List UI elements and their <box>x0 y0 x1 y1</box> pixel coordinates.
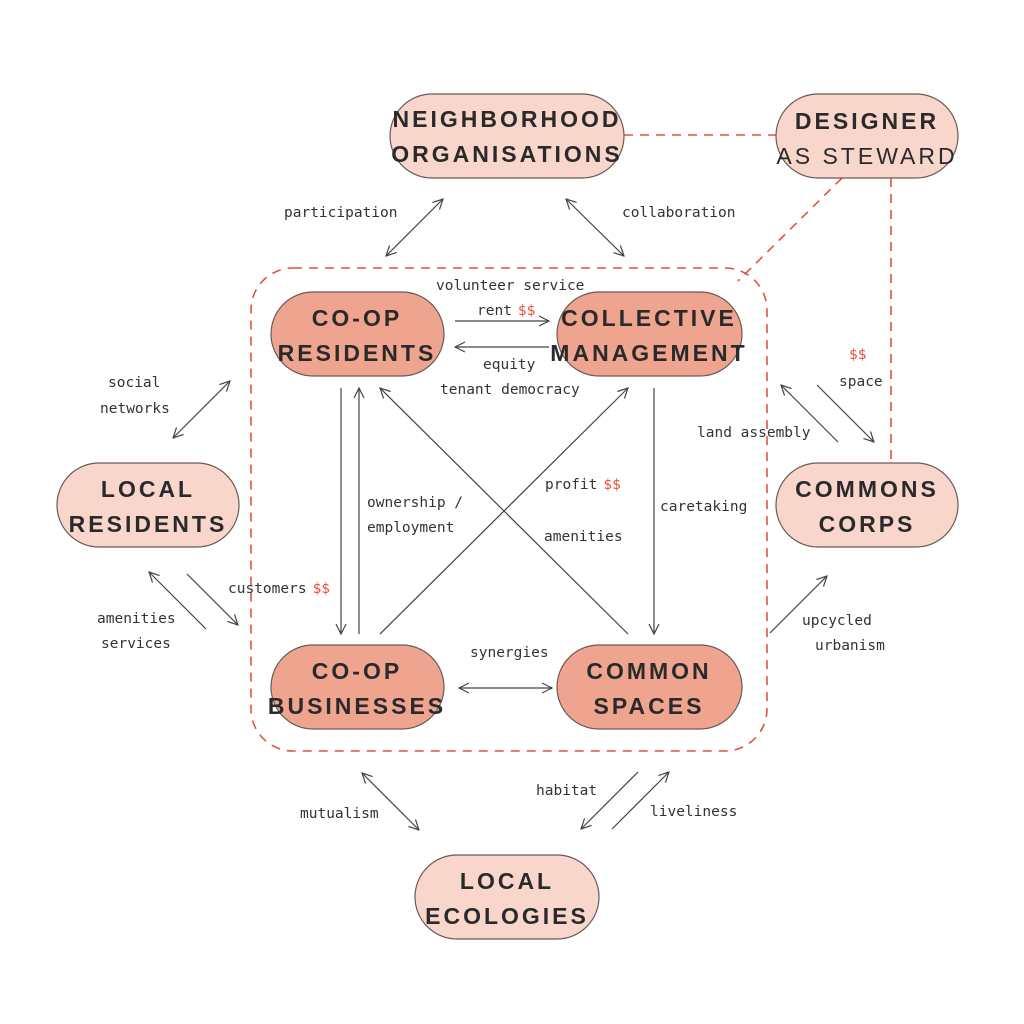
arrow-spaces-to-residents <box>380 388 629 635</box>
label-corps-money: $$ <box>849 347 866 363</box>
label-caretaking: caretaking <box>660 499 747 515</box>
arrow-ecologies-to-spaces <box>611 772 669 830</box>
arrow-participation <box>386 199 443 256</box>
label-profit-money: $$ <box>603 477 620 493</box>
arrow-corps-to-boundary <box>781 385 839 443</box>
label-amenities-left: amenities <box>97 611 176 627</box>
node-coop-businesses: CO-OP BUSINESSES <box>268 644 446 730</box>
label-rent-text: rent <box>477 303 512 319</box>
node-neighborhood-organisations: NEIGHBORHOOD ORGANISATIONS <box>389 93 625 179</box>
label-services: services <box>101 636 171 652</box>
label-land-assembly: land assembly <box>697 425 811 441</box>
node-label-line: COMMON <box>586 658 711 684</box>
arrow-mutualism <box>362 773 419 830</box>
label-participation: participation <box>284 205 398 221</box>
label-volunteer-service: volunteer service <box>436 278 584 294</box>
node-label-line: LOCAL <box>460 868 554 894</box>
label-customers-text: customers <box>228 581 307 597</box>
label-tenant-democracy: tenant democracy <box>440 382 580 398</box>
node-label-line: RESIDENTS <box>69 511 228 537</box>
label-mutualism: mutualism <box>300 806 379 822</box>
label-urbanism: urbanism <box>815 638 885 654</box>
node-label-line: CO-OP <box>312 658 402 684</box>
label-ownership: ownership / <box>367 495 463 511</box>
label-networks: networks <box>100 401 170 417</box>
label-space: space <box>839 374 883 390</box>
dashed-link-designer-boundary <box>737 177 843 282</box>
collective-boundary <box>250 267 768 752</box>
node-coop-residents: CO-OP RESIDENTS <box>270 291 445 377</box>
node-label-line: LOCAL <box>101 476 195 502</box>
label-synergies: synergies <box>470 645 549 661</box>
arrow-boundary-to-residents <box>149 572 207 630</box>
label-employment: employment <box>367 520 454 536</box>
node-label-line: DESIGNER <box>795 108 939 134</box>
node-label-line: NEIGHBORHOOD <box>393 106 622 132</box>
label-social: social <box>108 375 160 391</box>
arrow-social-networks <box>173 381 230 438</box>
arrow-collaboration <box>566 199 624 256</box>
label-collaboration: collaboration <box>622 205 736 221</box>
node-label-line: COLLECTIVE <box>561 305 737 331</box>
label-profit: profit $$ <box>545 477 621 493</box>
node-designer-as-steward: DESIGNER AS STEWARD <box>775 93 959 179</box>
label-upcycled: upcycled <box>802 613 872 629</box>
arrow-upcycled-urbanism <box>769 576 827 634</box>
node-commons-corps: COMMONS CORPS <box>775 462 959 548</box>
label-liveliness: liveliness <box>650 804 737 820</box>
node-local-residents: LOCAL RESIDENTS <box>56 462 240 548</box>
node-collective-management: COLLECTIVE MANAGEMENT <box>550 291 747 377</box>
node-label-line: BUSINESSES <box>268 693 446 719</box>
arrow-spaces-to-ecologies <box>581 771 639 829</box>
arrow-residents-to-boundary <box>186 573 238 625</box>
label-profit-text: profit <box>545 477 597 493</box>
label-habitat: habitat <box>536 783 597 799</box>
node-label-line: COMMONS <box>795 476 939 502</box>
node-label-line: SPACES <box>594 693 705 719</box>
label-customers-money: $$ <box>313 581 330 597</box>
arrow-boundary-to-corps <box>816 384 874 442</box>
node-common-spaces: COMMON SPACES <box>556 644 743 730</box>
label-amenities: amenities <box>544 529 623 545</box>
node-label-line: ECOLOGIES <box>425 903 589 929</box>
node-label-line: CO-OP <box>312 305 402 331</box>
node-label-line: MANAGEMENT <box>550 340 747 366</box>
node-label-line: RESIDENTS <box>278 340 437 366</box>
label-rent: rent $$ <box>477 303 535 319</box>
node-label-line: ORGANISATIONS <box>391 141 623 167</box>
label-customers: customers $$ <box>228 581 330 597</box>
node-label-line: CORPS <box>819 511 916 537</box>
label-rent-money: $$ <box>518 303 535 319</box>
node-label-line: AS STEWARD <box>776 143 957 169</box>
node-local-ecologies: LOCAL ECOLOGIES <box>414 854 600 940</box>
label-equity: equity <box>483 357 536 373</box>
